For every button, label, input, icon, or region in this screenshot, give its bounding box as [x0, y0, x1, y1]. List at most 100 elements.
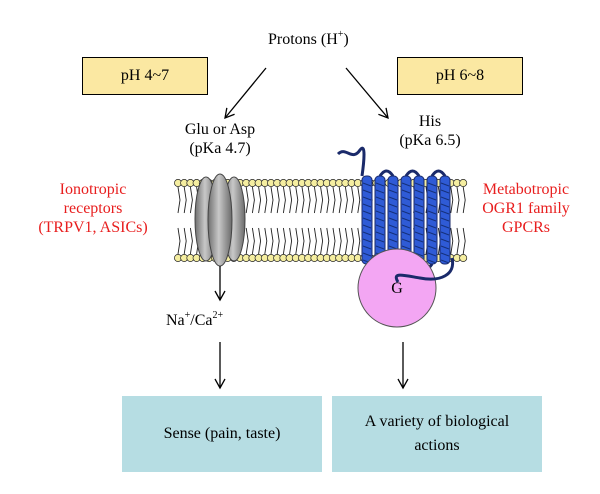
- protons-label: Protons (H+): [268, 28, 349, 49]
- ion-ca-charge: 2+: [212, 309, 224, 321]
- lipid-tail: [462, 186, 466, 214]
- lipid-tail: [189, 186, 193, 214]
- gpcr-helix-stripe: [362, 196, 372, 201]
- gpcr-helix-stripe: [401, 231, 411, 236]
- gpcr-helix-stripe: [388, 238, 398, 243]
- ionotropic-line3: (TRPV1, ASICs): [38, 219, 148, 236]
- lipid-tail: [177, 186, 181, 214]
- lipid-tail: [276, 227, 280, 255]
- gpcr-helix-stripe: [440, 182, 450, 187]
- lipid-tail: [183, 186, 187, 214]
- ion-na: Na: [166, 312, 185, 329]
- lipid-tail: [450, 227, 454, 255]
- gpcr-helix-stripe: [427, 252, 437, 257]
- gpcr-helix-stripe: [362, 210, 372, 215]
- lipid-tail: [320, 186, 324, 214]
- arrow-protons-to-his: [345, 67, 389, 120]
- gpcr-helix-stripe: [440, 224, 450, 229]
- g-protein-label: G: [385, 279, 409, 298]
- lipid-tail: [245, 227, 249, 255]
- site-glu-asp-line2: (pKa 4.7): [189, 140, 251, 157]
- gpcr-helix-stripe: [375, 238, 385, 243]
- metabotropic-line3: GPCRs: [501, 219, 551, 236]
- lipid-tail: [320, 227, 324, 255]
- ph-box-ionotropic: pH 4~7: [82, 57, 208, 95]
- gpcr-helix-stripe: [375, 196, 385, 201]
- gpcr-helix-stripe: [414, 224, 424, 229]
- lipid-tail: [282, 186, 286, 214]
- gpcr-helix-stripe: [388, 196, 398, 201]
- gpcr-helix-stripe: [414, 238, 424, 243]
- ions-label: Na+/Ca2+: [166, 309, 224, 330]
- site-glu-asp-line1: Glu or Asp: [184, 121, 256, 138]
- lipid-tail: [332, 186, 336, 214]
- gpcr-helix-stripe: [401, 203, 411, 208]
- gpcr-helix-stripe: [362, 252, 372, 257]
- lipid-tail: [189, 227, 193, 255]
- gpcr-loop: [378, 169, 395, 177]
- gpcr-helix-stripe: [362, 231, 372, 236]
- lipid-tail: [338, 227, 342, 255]
- gpcr-helix-stripe: [362, 203, 372, 208]
- gpcr-helix-stripe: [362, 224, 372, 229]
- gpcr-helix-stripe: [362, 217, 372, 222]
- lipid-tail: [326, 227, 330, 255]
- gpcr-helix-stripe: [440, 196, 450, 201]
- gpcr-helix-stripe: [427, 217, 437, 222]
- ph-range-ionotropic: pH 4~7: [120, 67, 170, 84]
- gpcr-helix-stripe: [440, 217, 450, 222]
- lipid-tail: [270, 227, 274, 255]
- gpcr-helix-stripe: [427, 224, 437, 229]
- lipid-tail: [264, 186, 268, 214]
- gpcr-helix-stripe: [427, 238, 437, 243]
- gpcr-helix-stripe: [362, 245, 372, 250]
- receptor-label-metabotropic: Metabotropic OGR1 family GPCRs: [465, 180, 587, 237]
- ion-ca: /Ca: [190, 312, 213, 329]
- gpcr-helix-stripe: [388, 224, 398, 229]
- site-his-line1: His: [418, 113, 442, 130]
- gpcr-helix-stripe: [414, 189, 424, 194]
- gpcr-helix-stripe: [362, 238, 372, 243]
- lipid-tail: [338, 186, 342, 214]
- gpcr-helix-stripe: [401, 189, 411, 194]
- outcome-actions-line2: actions: [414, 437, 460, 454]
- gpcr-c-tail: [394, 257, 455, 283]
- gpcr-helix-stripe: [414, 252, 424, 257]
- protons-superscript: +: [337, 28, 344, 40]
- gpcr-helix-stripe: [440, 245, 450, 250]
- lipid-tail: [177, 227, 181, 255]
- lipid-tail: [357, 186, 361, 214]
- ionotropic-line1: Ionotropic: [59, 181, 127, 198]
- gpcr-helix-stripe: [375, 210, 385, 215]
- site-label-glu-asp: Glu or Asp (pKa 4.7): [165, 120, 275, 158]
- lipid-tail: [456, 186, 460, 214]
- gpcr-helix-stripe: [375, 245, 385, 250]
- ph-box-metabotropic: pH 6~8: [397, 57, 523, 95]
- gpcr-loop: [430, 169, 447, 177]
- ionotropic-line2: receptors: [63, 200, 123, 217]
- lipid-tail: [332, 227, 336, 255]
- gpcr-helix-stripe: [427, 203, 437, 208]
- gpcr-helix-stripe: [375, 203, 385, 208]
- gpcr-helix-stripe: [388, 189, 398, 194]
- gpcr-helix-stripe: [414, 182, 424, 187]
- gpcr-helix-stripe: [401, 196, 411, 201]
- site-label-his: His (pKa 6.5): [390, 112, 470, 150]
- gpcr-helix-stripe: [388, 203, 398, 208]
- g-protein: [357, 248, 437, 328]
- gpcr-helix-stripe: [414, 245, 424, 250]
- lipid-tail: [344, 227, 348, 255]
- lipid-tail: [264, 227, 268, 255]
- lipid-tail: [351, 186, 355, 214]
- gpcr-loop: [404, 169, 421, 177]
- gpcr-helix-stripe: [427, 182, 437, 187]
- g-protein-text: G: [391, 280, 403, 297]
- gpcr-helix-stripe: [440, 238, 450, 243]
- protons-text-end: ): [343, 31, 349, 48]
- gpcr-helix-stripe: [362, 189, 372, 194]
- lipid-tail: [295, 227, 299, 255]
- lipid-head: [459, 179, 468, 187]
- lipid-tail: [258, 227, 262, 255]
- ion-na-charge: +: [184, 309, 191, 321]
